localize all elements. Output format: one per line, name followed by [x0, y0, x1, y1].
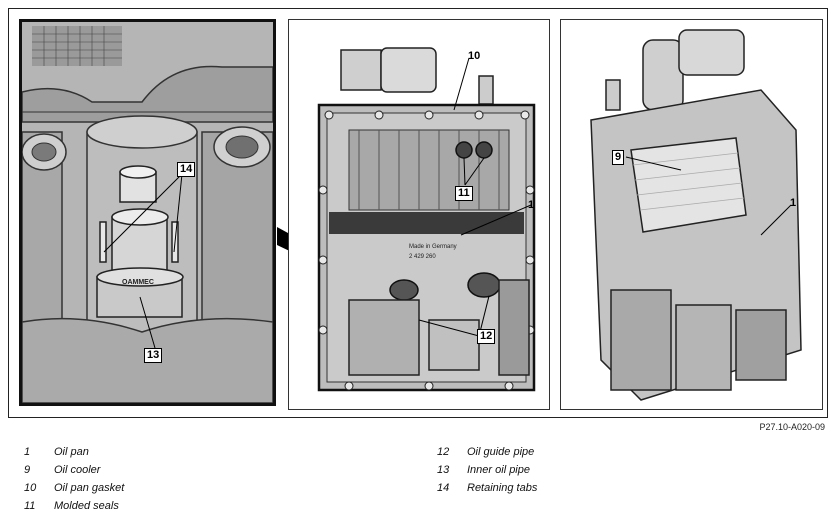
legend-item: 12 Oil guide pipe: [437, 444, 534, 460]
legend-item: 10 Oil pan gasket: [24, 480, 124, 496]
parts-legend: 1 Oil pan 9 Oil cooler 10 Oil pan gasket 11…: [0, 444, 833, 521]
legend-text: Oil cooler: [54, 464, 101, 476]
figure-code: P27.10-A020-09: [759, 422, 825, 432]
legend-text: Molded seals: [54, 500, 119, 512]
oil-pan-cooler-panel: 9 1: [560, 19, 823, 410]
legend-number: 10: [24, 482, 37, 494]
callout-1-mid: 1: [528, 199, 535, 211]
callout-11: 11: [455, 186, 473, 201]
callout-14: 14: [177, 162, 196, 177]
oil-pan-underside-drawing: Made in Germany 2 429 260: [317, 47, 536, 392]
legend-number: 9: [24, 464, 31, 476]
stamp-line2: 2 429 260: [409, 254, 436, 260]
legend-number: 1: [24, 446, 31, 458]
oil-cooler-drawing: [630, 137, 747, 233]
callout-13: 13: [144, 348, 163, 363]
inner-oil-pipe-drawing: OAMMEC: [96, 165, 184, 318]
legend-item: 9 Oil cooler: [24, 462, 100, 478]
detail-view-panel: OAMMEC 14 13: [19, 19, 276, 406]
svg-text:OAMMEC: OAMMEC: [122, 279, 154, 286]
legend-text: Oil pan gasket: [54, 482, 125, 494]
callout-12: 12: [477, 329, 496, 344]
legend-number: 14: [437, 482, 450, 494]
legend-number: 13: [437, 464, 450, 476]
legend-item: 11 Molded seals: [24, 498, 119, 514]
legend-number: 12: [437, 446, 450, 458]
oil-pan-underside-panel: Made in Germany 2 429 260 10 11 1 12: [288, 19, 550, 410]
grid-pattern: [32, 26, 122, 66]
leader-lines-detail: [103, 173, 183, 349]
oil-pan-cooler-drawing: [590, 29, 802, 401]
callout-9: 9: [612, 150, 625, 165]
legend-item: 1 Oil pan: [24, 444, 89, 460]
figure-frame: OAMMEC 14 13: [8, 8, 828, 418]
detail-view-drawing: OAMMEC: [22, 22, 273, 403]
legend-item: 13 Inner oil pipe: [437, 462, 530, 478]
legend-text: Oil guide pipe: [467, 446, 535, 458]
callout-1-right: 1: [790, 197, 797, 209]
legend-text: Oil pan: [54, 446, 89, 458]
stamp-line1: Made in Germany: [409, 244, 457, 250]
legend-item: 14 Retaining tabs: [437, 480, 537, 496]
legend-text: Retaining tabs: [467, 482, 538, 494]
legend-number: 11: [24, 500, 36, 512]
leader-lines-right: [625, 156, 792, 236]
callout-10: 10: [468, 50, 481, 62]
leader-lines-mid: [418, 57, 532, 337]
legend-text: Inner oil pipe: [467, 464, 530, 476]
